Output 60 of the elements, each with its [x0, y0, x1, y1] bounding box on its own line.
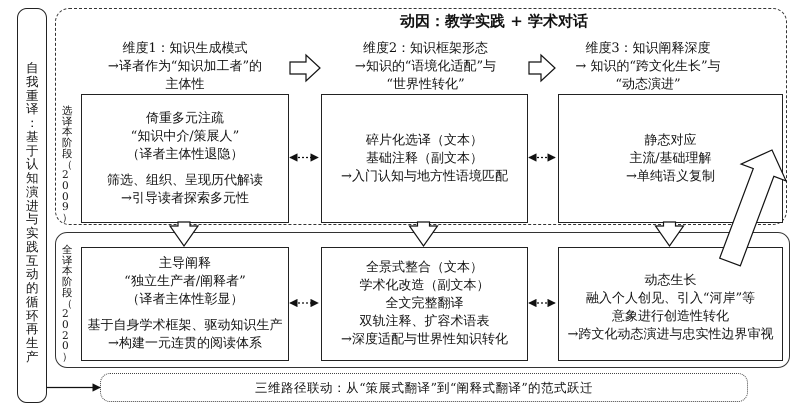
diagram-title: 动因：教学实践 + 学术对话 [400, 12, 588, 31]
block-arrow [654, 221, 685, 248]
stage-label: 选译本阶段（2009） [62, 106, 72, 224]
box-text: “独立生产者/阐释者” [124, 273, 246, 291]
block-arrow [168, 221, 200, 248]
vertical-title: 自我重译：基于认知演进与实践互动的循环再生产 [26, 61, 38, 364]
arrow [289, 153, 319, 162]
box-text: （译者主体性退隐） [126, 146, 244, 164]
box-text: →入门认知与地方性语境匹配 [341, 168, 508, 186]
box-text: 双轨注释、扩容术语表 [360, 313, 490, 331]
box-text: 全景式整合（文本） [366, 259, 483, 277]
block-arrow [718, 149, 788, 267]
box-text: 意象进行创造性转化 [612, 308, 729, 326]
dashed-stage-panel [55, 8, 787, 225]
box-text: 静态对应 [644, 132, 696, 150]
box-text: 基于自身学术框架、驱动知识生产 [88, 317, 282, 335]
dimension-heading: 维度2：知识框架形态 [362, 40, 488, 58]
dimension-heading: →译者作为“知识加工者”的 [108, 58, 262, 76]
dimension-heading: 主体性 [166, 76, 204, 94]
box-text: 动态生长 [644, 272, 696, 290]
dimension-heading: “世界性转化” [386, 76, 465, 94]
box-text: 倚重多元注疏 [146, 110, 224, 128]
dimension-heading: → 知识的“跨文化生长”与 [575, 58, 721, 76]
block-arrow [408, 221, 439, 248]
box-text: →引导读者探索多元性 [121, 190, 249, 208]
dimension-heading: “动态演进” [615, 76, 681, 94]
box-text: 筛选、组织、呈现历代解读 [107, 172, 263, 190]
box-text: 全文完整翻译 [386, 295, 464, 313]
arrow [289, 298, 319, 308]
content-box [81, 94, 289, 223]
content-box [321, 247, 528, 361]
content-box [81, 247, 289, 361]
arrow [47, 383, 101, 392]
box-text: →单纯语义复制 [626, 168, 715, 186]
box-text: （译者主体性彰显） [126, 291, 244, 309]
summary-box [100, 373, 748, 402]
arrow [528, 153, 556, 162]
content-box [558, 247, 783, 361]
block-arrow [289, 54, 321, 82]
box-text: 学术化改造（副文本） [360, 277, 490, 295]
summary-text: 三维路径联动：从“策展式翻译”到“阐释式翻译”的范式跃迁 [255, 378, 593, 396]
box-text: →深度适配与世界性知识转化 [341, 331, 508, 349]
box-text: 基础注释（副文本） [366, 150, 483, 168]
stage-label: 全译本阶段（2020） [62, 245, 72, 363]
box-text: 融入个人创见、引入“河岸”等 [586, 290, 756, 308]
box-text: →跨文化动态演进与忠实性边界审视 [568, 326, 774, 344]
box-text: “知识中介/策展人” [130, 128, 240, 146]
arrow [528, 298, 556, 308]
dimension-heading: →知识的“语境化适配”与 [354, 58, 496, 76]
box-text: 主流/基础理解 [629, 150, 712, 168]
stage-panel [55, 232, 790, 368]
box-text: 碎片化选译（文本） [366, 132, 483, 150]
content-box [321, 94, 528, 223]
dimension-heading: 维度3：知识阐释深度 [585, 40, 711, 58]
box-text: →构建一元连贯的阅读体系 [108, 335, 262, 353]
content-box [558, 94, 783, 223]
dimension-heading: 维度1：知识生成模式 [122, 40, 248, 58]
box-text: 主导阐释 [159, 255, 211, 273]
side-panel [17, 8, 47, 403]
block-arrow [528, 54, 556, 82]
